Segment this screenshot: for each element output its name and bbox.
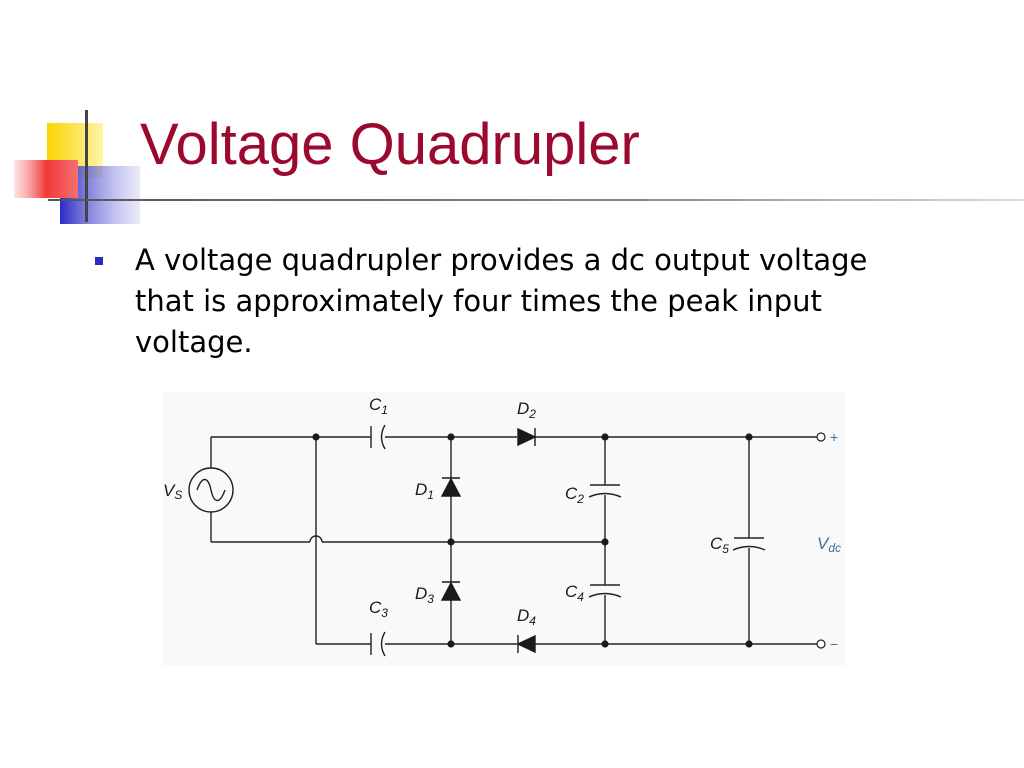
diagram-background (163, 392, 845, 666)
slide-title: Voltage Quadrupler (140, 112, 640, 177)
c3-plate-curved (380, 631, 386, 657)
c5-plate-curved (732, 545, 766, 551)
deco-vertical-line (85, 110, 88, 222)
c1-label: C1 (369, 395, 388, 417)
junction-dot (447, 538, 455, 546)
junction-dot (601, 433, 609, 441)
c4-label: C4 (565, 582, 584, 604)
deco-red-square (14, 160, 78, 198)
c2-label: C2 (565, 484, 584, 506)
junction-dot (745, 640, 753, 648)
corner-decoration (14, 110, 1024, 224)
d4-label: D4 (517, 606, 536, 628)
bullet-item: A voltage quadrupler provides a dc outpu… (95, 240, 935, 363)
voltage-quadrupler-circuit: + − VS C1 C2 C3 C4 C5 D1 D2 D3 D4 Vdc (163, 392, 845, 666)
junction-dot (447, 640, 455, 648)
junction-dot (745, 433, 753, 441)
ac-source-icon (188, 467, 234, 513)
bullet-square-icon (95, 257, 103, 265)
c3-label: C3 (369, 598, 388, 620)
c4-plate-curved (588, 592, 622, 598)
output-plus-sign: + (830, 429, 838, 445)
d1-diode-icon (440, 477, 462, 497)
junction-dot (312, 433, 320, 441)
d2-diode-icon (517, 427, 537, 447)
vs-label: VS (163, 481, 182, 502)
c5-label: C5 (710, 534, 729, 556)
junction-dot (601, 538, 609, 546)
output-terminal-negative (816, 639, 826, 649)
c1-plate-curved (380, 424, 386, 450)
junction-dot (447, 433, 455, 441)
vdc-label: Vdc (817, 534, 841, 555)
d3-label: D3 (415, 584, 434, 606)
d1-label: D1 (415, 480, 434, 502)
d3-diode-icon (440, 581, 462, 601)
d4-diode-icon (516, 634, 536, 654)
junction-dot (601, 640, 609, 648)
output-minus-sign: − (830, 636, 838, 652)
output-terminal-positive (816, 432, 826, 442)
bullet-text: A voltage quadrupler provides a dc outpu… (135, 243, 868, 359)
title-underline (48, 199, 1024, 201)
sine-wave-icon (196, 478, 226, 502)
c2-plate-curved (588, 492, 622, 498)
d2-label: D2 (517, 399, 536, 421)
